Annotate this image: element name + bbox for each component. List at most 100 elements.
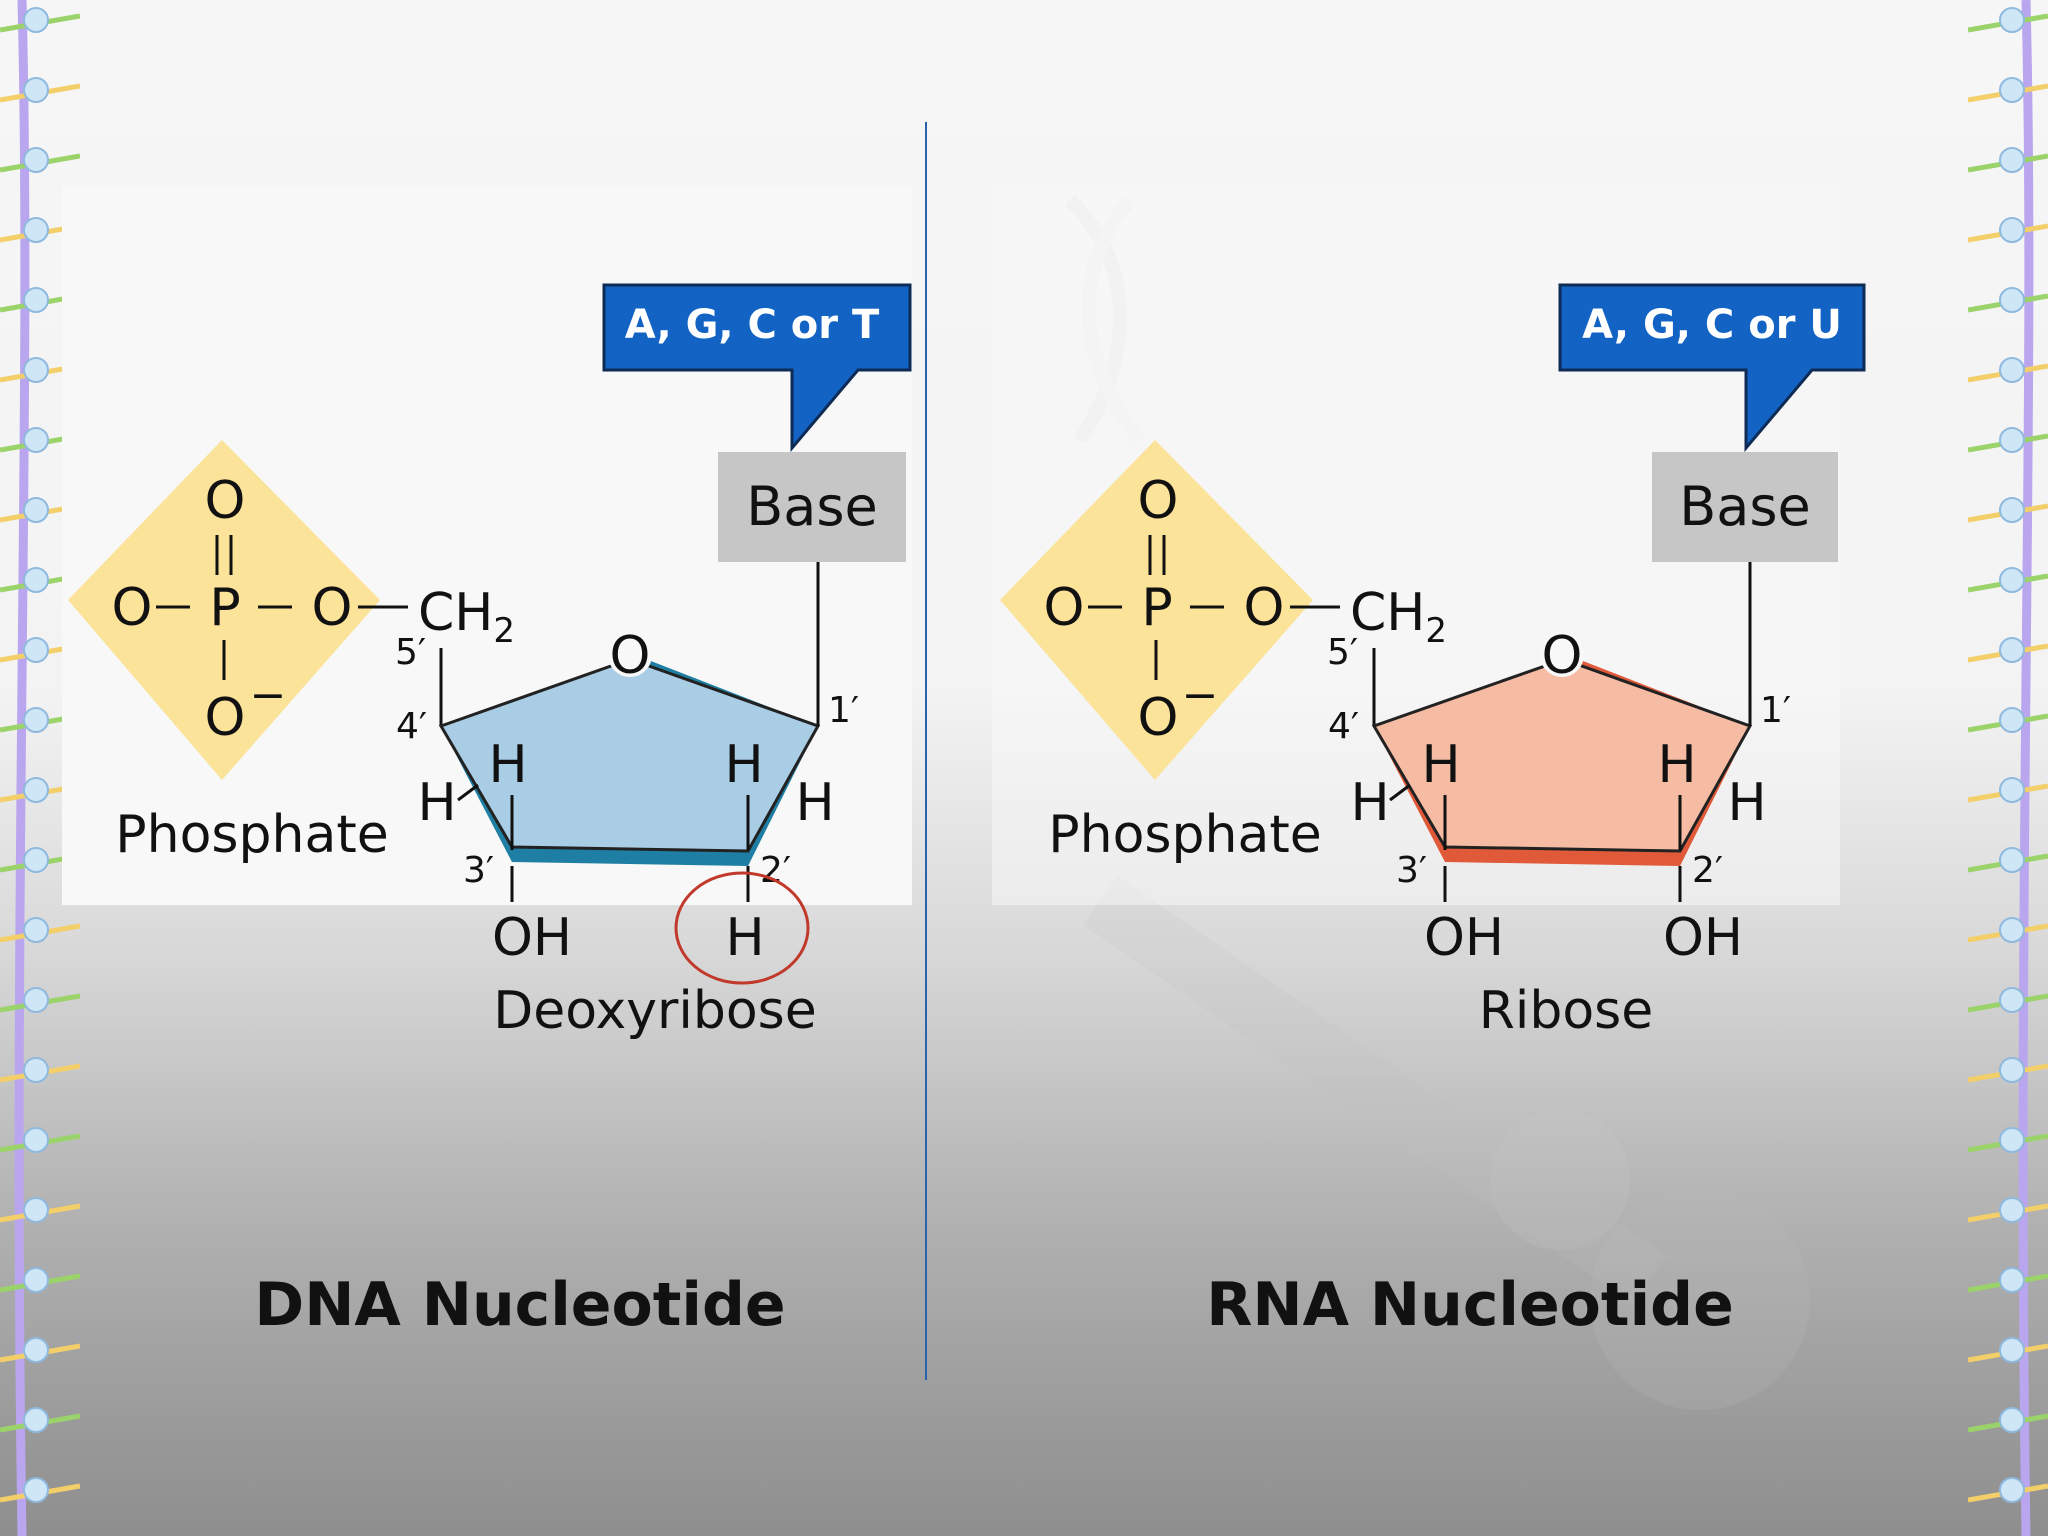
ladder-bead: [1999, 987, 2025, 1013]
dna-base-label: Base: [746, 475, 878, 538]
ladder-bead: [23, 7, 49, 33]
dna-label-4prime: 4′: [396, 706, 427, 747]
rna-base-box: [1652, 452, 1838, 562]
ladder-bead: [1999, 847, 2025, 873]
ladder-bead: [1999, 567, 2025, 593]
dna-c3-oh: OH: [492, 908, 572, 968]
rna-h-c4-inner: H: [1421, 735, 1460, 795]
ladder-bead: [1999, 217, 2025, 243]
dna-phosphate-o-right: O: [312, 578, 353, 638]
ladder-bead: [1999, 637, 2025, 663]
dna-label-2prime: 2′: [760, 850, 791, 891]
rna-callout-text: A, G, C or U: [1582, 302, 1842, 348]
ladder-bead: [1999, 1337, 2025, 1363]
rna-c2-oh: OH: [1663, 908, 1743, 968]
dna-ch2-text: CH: [418, 583, 493, 643]
ladder-bead: [23, 1337, 49, 1363]
dna-h-c1-outer: H: [795, 773, 834, 833]
dna-ladder-right-decoration: [1968, 0, 2048, 1536]
ladder-bead: [23, 287, 49, 313]
ladder-bead: [1999, 7, 2025, 33]
rna-ch2-subscript: 2: [1425, 611, 1447, 651]
ladder-bead: [23, 217, 49, 243]
dna-ch2-subscript: 2: [493, 611, 515, 651]
ladder-bead: [1999, 777, 2025, 803]
ladder-bead: [23, 1127, 49, 1153]
ladder-bead: [1999, 1197, 2025, 1223]
ladder-bead: [23, 707, 49, 733]
ladder-bead: [1999, 357, 2025, 383]
rna-label-2prime: 2′: [1692, 850, 1723, 891]
ladder-bead: [1999, 707, 2025, 733]
dna-label-1prime: 1′: [828, 690, 859, 731]
rna-nucleotide-title: RNA Nucleotide: [1206, 1270, 1734, 1340]
ladder-bead: [23, 637, 49, 663]
ladder-bead: [1999, 1477, 2025, 1503]
ladder-rail: [2018, 0, 2034, 1536]
dna-nucleotide: A, G, C or T Base O O P O O − Phosphate …: [62, 185, 912, 1041]
rna-h-c1-inner: H: [1657, 735, 1696, 795]
ladder-bead: [23, 497, 49, 523]
rna-h-c1-outer: H: [1727, 773, 1766, 833]
rna-phosphate-o-right: O: [1244, 578, 1285, 638]
ladder-bead: [23, 1477, 49, 1503]
ladder-rail: [14, 0, 30, 1536]
rna-label-5prime: 5′: [1327, 632, 1358, 673]
ladder-bead: [1999, 1267, 2025, 1293]
rna-ch2-text: CH: [1350, 583, 1425, 643]
dna-phosphate-charge: −: [250, 670, 287, 721]
rna-c3-oh: OH: [1424, 908, 1504, 968]
ladder-bead: [23, 427, 49, 453]
ladder-bead: [23, 357, 49, 383]
dna-phosphate-label: Phosphate: [115, 805, 388, 865]
dna-label-5prime: 5′: [395, 632, 426, 673]
dna-label-3prime: 3′: [463, 850, 494, 891]
dna-c2-h: H: [725, 908, 764, 968]
rna-base-callout: A, G, C or U: [1558, 283, 1866, 453]
rna-phosphate-o-top: O: [1138, 471, 1179, 531]
ladder-bead: [1999, 497, 2025, 523]
ladder-bead: [23, 987, 49, 1013]
ladder-bead: [1999, 77, 2025, 103]
ladder-bead: [1999, 287, 2025, 313]
ladder-bead: [23, 567, 49, 593]
rna-phosphate-o-bottom: O: [1138, 688, 1179, 748]
ladder-bead: [1999, 1057, 2025, 1083]
rna-nucleotide: A, G, C or U Base O O P O O − Phosphate …: [992, 185, 1866, 1041]
rna-phosphate-diamond: [1000, 440, 1313, 780]
dna-h-c4-inner: H: [488, 735, 527, 795]
rna-h-c4-outer: H: [1350, 773, 1389, 833]
background-helix-decoration: [1065, 195, 1810, 1410]
ladder-bead: [23, 147, 49, 173]
rna-ring-oxygen: O: [1542, 626, 1583, 686]
dna-ring-oxygen: O: [610, 626, 651, 686]
rna-phosphate-p: P: [1141, 578, 1172, 638]
ladder-bead: [1999, 427, 2025, 453]
ladder-bead: [23, 777, 49, 803]
rna-ch2: CH2: [1350, 583, 1447, 651]
rna-sugar-label: Ribose: [1479, 981, 1653, 1041]
dna-ch2: CH2: [418, 583, 515, 651]
ladder-bead: [23, 1267, 49, 1293]
rna-base-label: Base: [1679, 475, 1811, 538]
dna-h-c4-outer: H: [417, 773, 456, 833]
panel-divider: [925, 122, 927, 1380]
dna-phosphate-p: P: [209, 578, 240, 638]
ladder-bead: [23, 1407, 49, 1433]
dna-c2-highlight-circle: [674, 871, 810, 985]
rna-label-4prime: 4′: [1328, 706, 1359, 747]
dna-phosphate-o-top: O: [205, 471, 246, 531]
dna-base-callout: A, G, C or T: [602, 283, 912, 453]
ladder-bead: [23, 847, 49, 873]
ladder-bead: [23, 917, 49, 943]
rna-label-1prime: 1′: [1760, 690, 1791, 731]
dna-phosphate-o-left: O: [112, 578, 153, 638]
rna-phosphate-charge: −: [1182, 670, 1219, 721]
ladder-bead: [23, 1197, 49, 1223]
rna-label-3prime: 3′: [1396, 850, 1427, 891]
ladder-bead: [1999, 147, 2025, 173]
ladder-bead: [1999, 1127, 2025, 1153]
dna-h-c1-inner: H: [724, 735, 763, 795]
dna-phosphate-o-bottom: O: [205, 688, 246, 748]
